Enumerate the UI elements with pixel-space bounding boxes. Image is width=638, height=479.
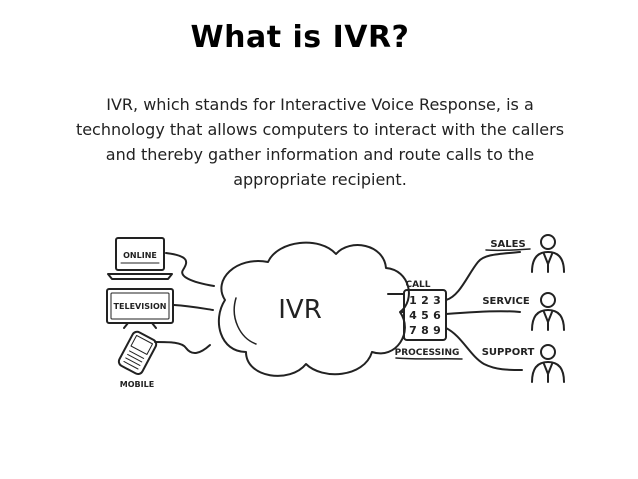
- keypad-key: 9: [433, 324, 441, 337]
- description-line: technology that allows computers to inte…: [75, 120, 565, 139]
- ivr-cloud: [217, 241, 410, 377]
- sales-label: SALES: [490, 239, 525, 250]
- connector-line: [445, 327, 523, 371]
- connector-line: [165, 252, 215, 287]
- person-support-icon: [531, 344, 565, 383]
- cloud-label: IVR: [278, 295, 322, 325]
- person-service-icon: [531, 292, 565, 331]
- keypad-key: 1: [409, 294, 417, 307]
- connector-line: [445, 251, 521, 301]
- keypad-key: 6: [433, 309, 441, 322]
- description-line: IVR, which stands for Interactive Voice …: [106, 95, 534, 114]
- mobile-phone-icon: [117, 330, 158, 375]
- service-label: SERVICE: [482, 296, 530, 307]
- keypad-top-label: CALL: [405, 280, 430, 290]
- keypad-key: 5: [421, 309, 429, 322]
- connector-line: [173, 304, 214, 311]
- person-sales-icon: [531, 234, 565, 273]
- keypad-bottom-label: PROCESSING: [395, 348, 460, 358]
- keypad-key: 4: [409, 309, 417, 322]
- connector-line: [154, 341, 211, 354]
- mobile-label: MOBILE: [120, 380, 154, 389]
- connector-line: [445, 310, 521, 315]
- description-line: appropriate recipient.: [233, 170, 407, 189]
- description-line: and thereby gather information and route…: [105, 145, 535, 164]
- keypad-key: 2: [421, 294, 429, 307]
- keypad-key: 3: [433, 294, 441, 307]
- television-icon: [106, 288, 174, 329]
- laptop-icon: [107, 237, 173, 280]
- keypad-key: 7: [409, 324, 417, 337]
- keypad-key: 8: [421, 324, 429, 337]
- page-title: What is IVR?: [190, 20, 410, 55]
- television-label: TELEVISION: [114, 302, 167, 311]
- online-label: ONLINE: [123, 251, 157, 260]
- support-label: SUPPORT: [482, 347, 535, 358]
- description: IVR, which stands for Interactive Voice …: [40, 92, 600, 192]
